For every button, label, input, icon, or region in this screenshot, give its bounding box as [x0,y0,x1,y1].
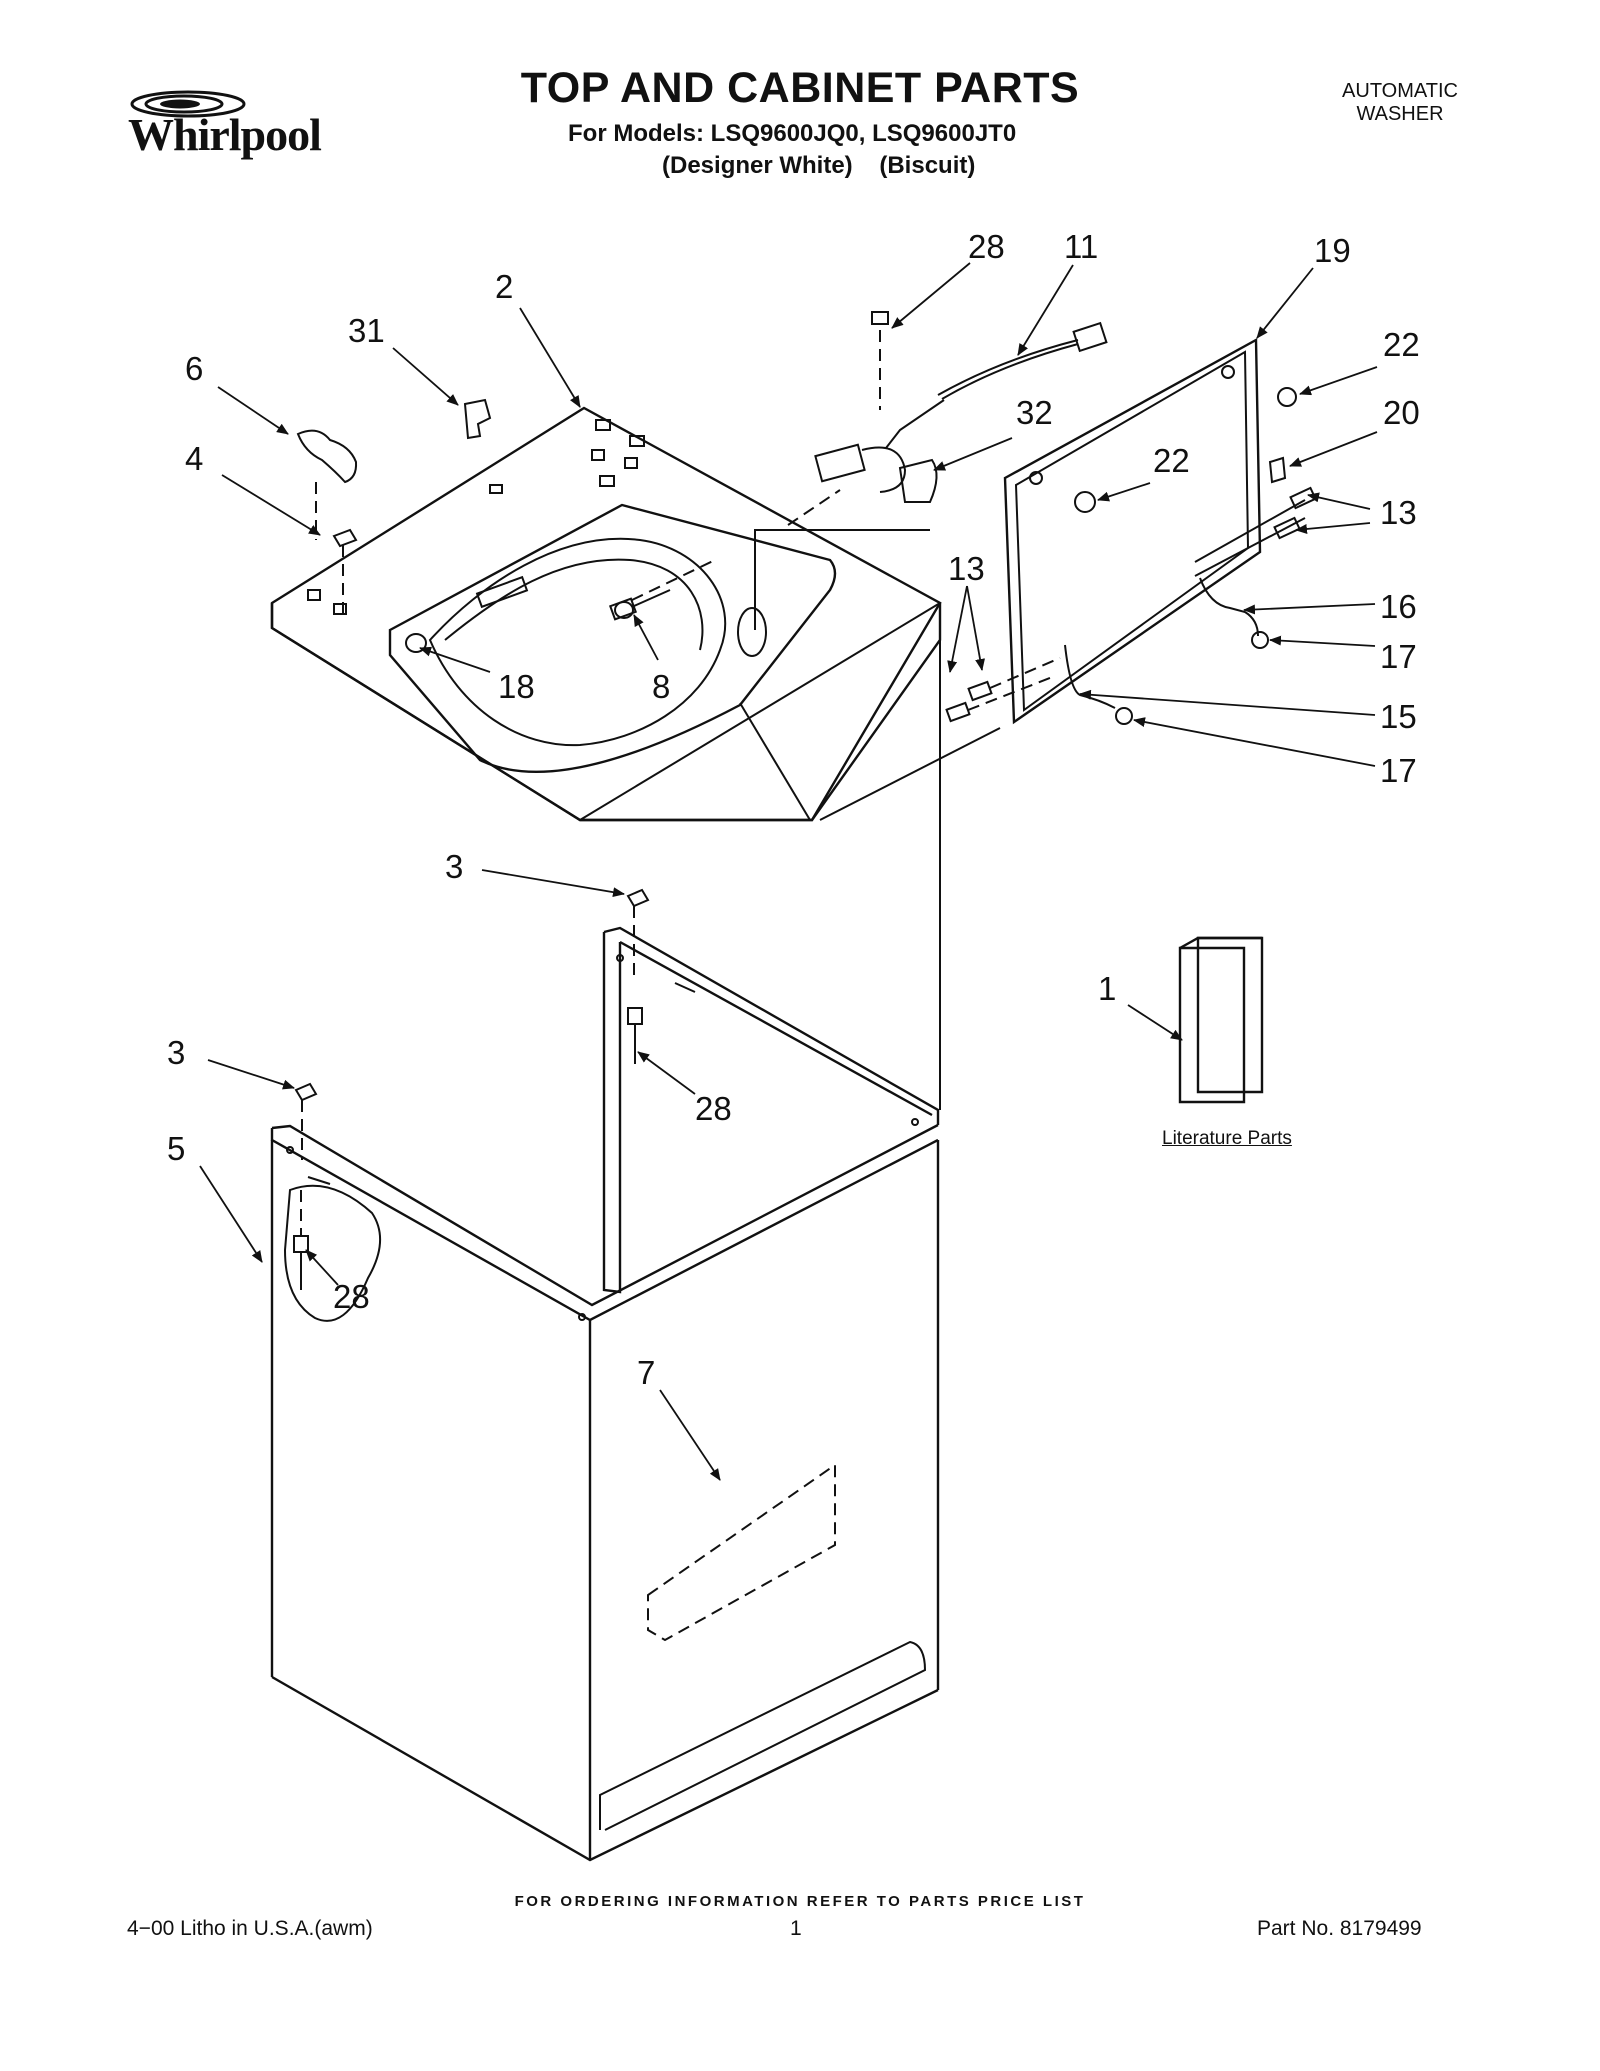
product-type-line2: WASHER [1356,103,1444,125]
callout-4: 4 [185,440,203,477]
callout-15: 15 [1380,698,1417,735]
part-11-lid-switch-harness [814,321,1108,493]
callout-1: 1 [1098,970,1116,1007]
callout-3-top: 3 [445,848,463,885]
part-31-clip [463,398,492,440]
ordering-note: FOR ORDERING INFORMATION REFER TO PARTS … [514,1893,1086,1910]
part-22-plug-top [1277,387,1297,407]
part-1-literature-book [1178,936,1264,1104]
callout-11: 11 [1064,228,1098,265]
part-19-rear-panel [1003,337,1317,725]
callout-8: 8 [652,668,670,705]
part-15-fill-hose [1064,644,1116,709]
callout-18: 18 [498,668,535,705]
washer-top-panel [270,406,942,822]
part-20-bracket [1268,456,1287,484]
part-28-screw-cutaway [293,1235,309,1290]
callout-22-center: 22 [1153,442,1190,479]
callout-20: 20 [1383,394,1420,431]
part-32-strain-relief [898,458,938,503]
callout-6: 6 [185,350,203,387]
part-28-screw-cabinet [627,1007,643,1064]
footer-litho: 4−00 Litho in U.S.A.(awm) [127,1917,373,1940]
callout-22-top: 22 [1383,326,1420,363]
part-16-fill-hose [1199,577,1259,637]
callout-arrows [199,262,1378,1481]
brand-name: Whirlpool [128,109,322,160]
part-5-cabinet [270,926,940,1862]
page-number: 1 [790,1917,802,1940]
callout-28-cabinet: 28 [695,1090,732,1127]
callout-28-top: 28 [968,228,1005,265]
part-number: Part No. 8179499 [1257,1917,1422,1940]
callout-numbers: 28 11 19 2 31 22 6 32 20 4 22 13 13 16 1… [167,228,1420,1391]
product-type-line1: AUTOMATIC [1342,80,1458,102]
part-28-screw-top [871,311,889,325]
part-6-hose-bracket [296,429,358,484]
callout-13-left: 13 [948,550,985,587]
model-variants: (Designer White) (Biscuit) [662,152,976,179]
callout-17-bottom: 17 [1380,752,1417,789]
part-3-clip-left [294,1082,318,1102]
callout-2: 2 [495,268,513,305]
literature-parts-label: Literature Parts [1162,1128,1292,1149]
part-3-clip-top [626,888,650,908]
part-13-screw-b [945,701,971,723]
callout-16: 16 [1380,588,1417,625]
callout-31: 31 [348,312,385,349]
callout-32: 32 [1016,394,1053,431]
callout-13-right: 13 [1380,494,1417,531]
model-numbers: For Models: LSQ9600JQ0, LSQ9600JT0 [568,120,1017,147]
part-8-screw [608,589,671,621]
cutaway-view [283,1184,382,1322]
callout-7: 7 [637,1354,655,1391]
swirl-logo-icon [130,90,246,118]
callout-28-cutaway: 28 [333,1278,370,1315]
part-7-label-dashed [647,1463,836,1642]
part-4-clip [332,528,358,548]
callout-19: 19 [1314,232,1351,269]
page-title: TOP AND CABINET PARTS [520,64,1080,112]
callout-3-left: 3 [167,1034,185,1071]
part-13-screw [967,680,993,702]
callout-5: 5 [167,1130,185,1167]
callout-17-top: 17 [1380,638,1417,675]
part-22-plug-center [1074,491,1096,513]
